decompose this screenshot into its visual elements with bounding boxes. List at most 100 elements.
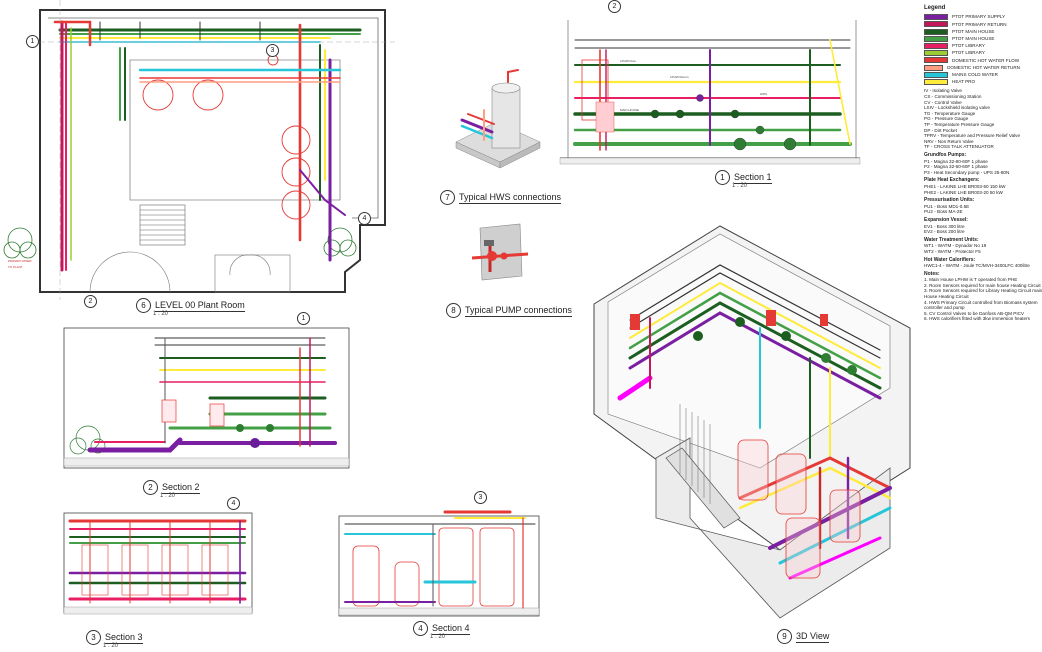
legend-section-heading: Plate Heat Exchangers: [924, 177, 980, 184]
legend-swatch-color [924, 21, 948, 28]
legend-section-line: EV2 - Boss 200 litre [924, 229, 965, 235]
legend-swatch-label: MAINS COLD WATER [952, 71, 998, 77]
legend-section-line: P1 - Magna 32-80-60F 1 phase [924, 158, 988, 164]
svg-text:PRIMARY RISER: PRIMARY RISER [8, 259, 32, 263]
legend-swatch-row: DOMESTIC HOT WATER FLOW [924, 57, 1020, 64]
legend-section-heading: Water Treatment Units: [924, 236, 979, 243]
grid-marker-label: 4 [231, 500, 236, 507]
legend-swatch-color [924, 14, 948, 21]
legend-section-line: 4. HWS Primary Circuit controlled from B… [924, 299, 1038, 305]
section-2-title: 2 Section 2 1 : 20 [143, 480, 200, 499]
3d-view-title: 9 3D View [777, 629, 830, 644]
grid-marker: 3 [266, 44, 279, 57]
legend-swatch-color [924, 78, 948, 85]
legend-abbreviation: CV - Control Valve [924, 99, 962, 105]
legend-swatch-color [924, 28, 948, 35]
view-title: 3D View [796, 630, 830, 643]
view-number-badge: 6 [136, 298, 151, 313]
view-number-badge: 2 [143, 480, 158, 495]
grid-marker-label: 2 [88, 298, 93, 305]
legend-section-heading: Hot Water Calorifiers: [924, 256, 976, 263]
view-title: LEVEL 00 Plant Room [155, 299, 245, 312]
legend-swatch-row: PTOT PRIMARY SUPPLY [924, 14, 1020, 21]
view-title: Typical PUMP connections [465, 304, 572, 317]
section-1-title: 1 Section 1 1 : 20 [715, 170, 772, 189]
legend-section-line: controller and pump [924, 305, 965, 311]
legend-swatch-row: PTOT MAIN HOUSE [924, 35, 1020, 42]
grid-marker: 2 [608, 0, 621, 13]
section-4-title: 4 Section 4 1 : 20 [413, 621, 470, 640]
legend-section-line: PU2 - Boss MA-2E [924, 209, 963, 215]
plan-view-drawing: PRIMARY RISER TO PLANT [3, 0, 395, 300]
view-scale: 1 : 20 [732, 183, 748, 189]
grid-marker-label: 3 [478, 494, 483, 501]
legend-section-heading: Pressurisation Units: [924, 197, 975, 204]
legend-section-line: 3. Room Sensors required for Library Hea… [924, 288, 1042, 294]
view-number-badge: 3 [86, 630, 101, 645]
legend-section-line: PHE2 - LAKINE LHE BR003-20 50 kW [924, 189, 1003, 195]
legend-abbreviation: PG - Pressure Gauge [924, 116, 969, 122]
legend-abbreviation: LSIV - Lockshield isolating valve [924, 105, 990, 111]
view-title: Section 2 [162, 481, 200, 494]
legend-section-heading: Grundfos Pumps: [924, 152, 967, 158]
section-4-drawing [338, 510, 540, 617]
legend-section-line: HWC1-4 - WATM - Joule TC/MVH-3400LFC 400… [924, 263, 1030, 269]
legend-section-line: House Heating Circuit [924, 294, 969, 300]
pump-connections-drawing [471, 223, 529, 281]
grid-marker-label: 1 [301, 315, 306, 322]
view-number-badge: 4 [413, 621, 428, 636]
legend-swatch-row: PTOT LIBRARY [924, 42, 1020, 49]
legend-swatch-label: PTOT LIBRARY [952, 50, 985, 56]
legend-abbreviation: TP - Temperature Pressure Gauge [924, 122, 995, 128]
view-title: Section 1 [734, 171, 772, 184]
view-scale: 1 : 20 [153, 311, 169, 317]
legend-abbreviation: TPRV - Temperature and Pressure Relief V… [924, 133, 1021, 139]
view-number-badge: 1 [715, 170, 730, 185]
legend-section-heading: Expansion Vessel: [924, 216, 968, 223]
legend-swatch-row: PTOT PRIMARY RETURN [924, 21, 1020, 28]
view-title: Typical HWS connections [459, 191, 562, 204]
svg-text:MAIN HOUSE: MAIN HOUSE [620, 108, 639, 112]
legend-swatch-row: MAINS COLD WATER [924, 71, 1020, 78]
grid-marker-label: 2 [612, 3, 617, 10]
hws-title: 7 Typical HWS connections [440, 190, 562, 205]
grid-marker: 1 [26, 35, 39, 48]
view-number-badge: 7 [440, 190, 455, 205]
section-3-drawing [63, 512, 253, 615]
legend-swatch-row: PTOT MAIN HOUSE [924, 28, 1020, 35]
legend-swatch-label: DOMESTIC HOT WATER RETURN [947, 64, 1020, 70]
3d-view-drawing [593, 225, 911, 619]
view-number-badge: 9 [777, 629, 792, 644]
hws-connections-drawing [455, 69, 541, 169]
grid-marker: 1 [297, 312, 310, 325]
view-scale: 1 : 20 [103, 643, 119, 649]
legend-swatch-label: PTOT PRIMARY RETURN [952, 21, 1007, 27]
plan-view-title: 6 LEVEL 00 Plant Room 1 : 20 [136, 298, 245, 317]
legend-section-line: PU1 - Boss MD1-0.5E [924, 203, 970, 209]
legend-section-line: P2 - Magna 32-60-60F 1 phase [924, 164, 988, 170]
grid-marker-label: 3 [270, 47, 275, 54]
legend-abbreviation: CS - Commissioning Station [924, 94, 982, 100]
section-2-drawing [63, 327, 350, 469]
legend-swatch-label: PTOT LIBRARY [952, 43, 985, 49]
legend-section-line: WT2 - WATM - Protector F5 [924, 248, 981, 254]
legend-swatch-row: HEAT PRO [924, 78, 1020, 85]
legend-abbreviation: IV - Isolating Valve [924, 88, 962, 94]
legend-swatch-color [924, 35, 948, 42]
legend-swatch-row: PTOT LIBRARY [924, 50, 1020, 57]
legend-abbreviation: NRV - Non Return Valve [924, 138, 974, 144]
grid-marker: 2 [84, 295, 97, 308]
legend-section-line: 5. CV Control Valves to be Danfoss AB-QM… [924, 310, 1024, 316]
grid-marker-label: 1 [30, 38, 35, 45]
grid-marker: 3 [474, 491, 487, 504]
legend-abbreviation: TG - Temperature Gauge [924, 110, 976, 116]
legend-section-line: PHE1 - LAKINE LHE BR003-50 150 kW [924, 183, 1006, 189]
svg-text:LPHW Return: LPHW Return [670, 75, 689, 79]
legend-section-heading: Notes: [924, 270, 940, 277]
view-scale: 1 : 20 [430, 634, 446, 640]
legend-swatch-color [924, 64, 944, 71]
